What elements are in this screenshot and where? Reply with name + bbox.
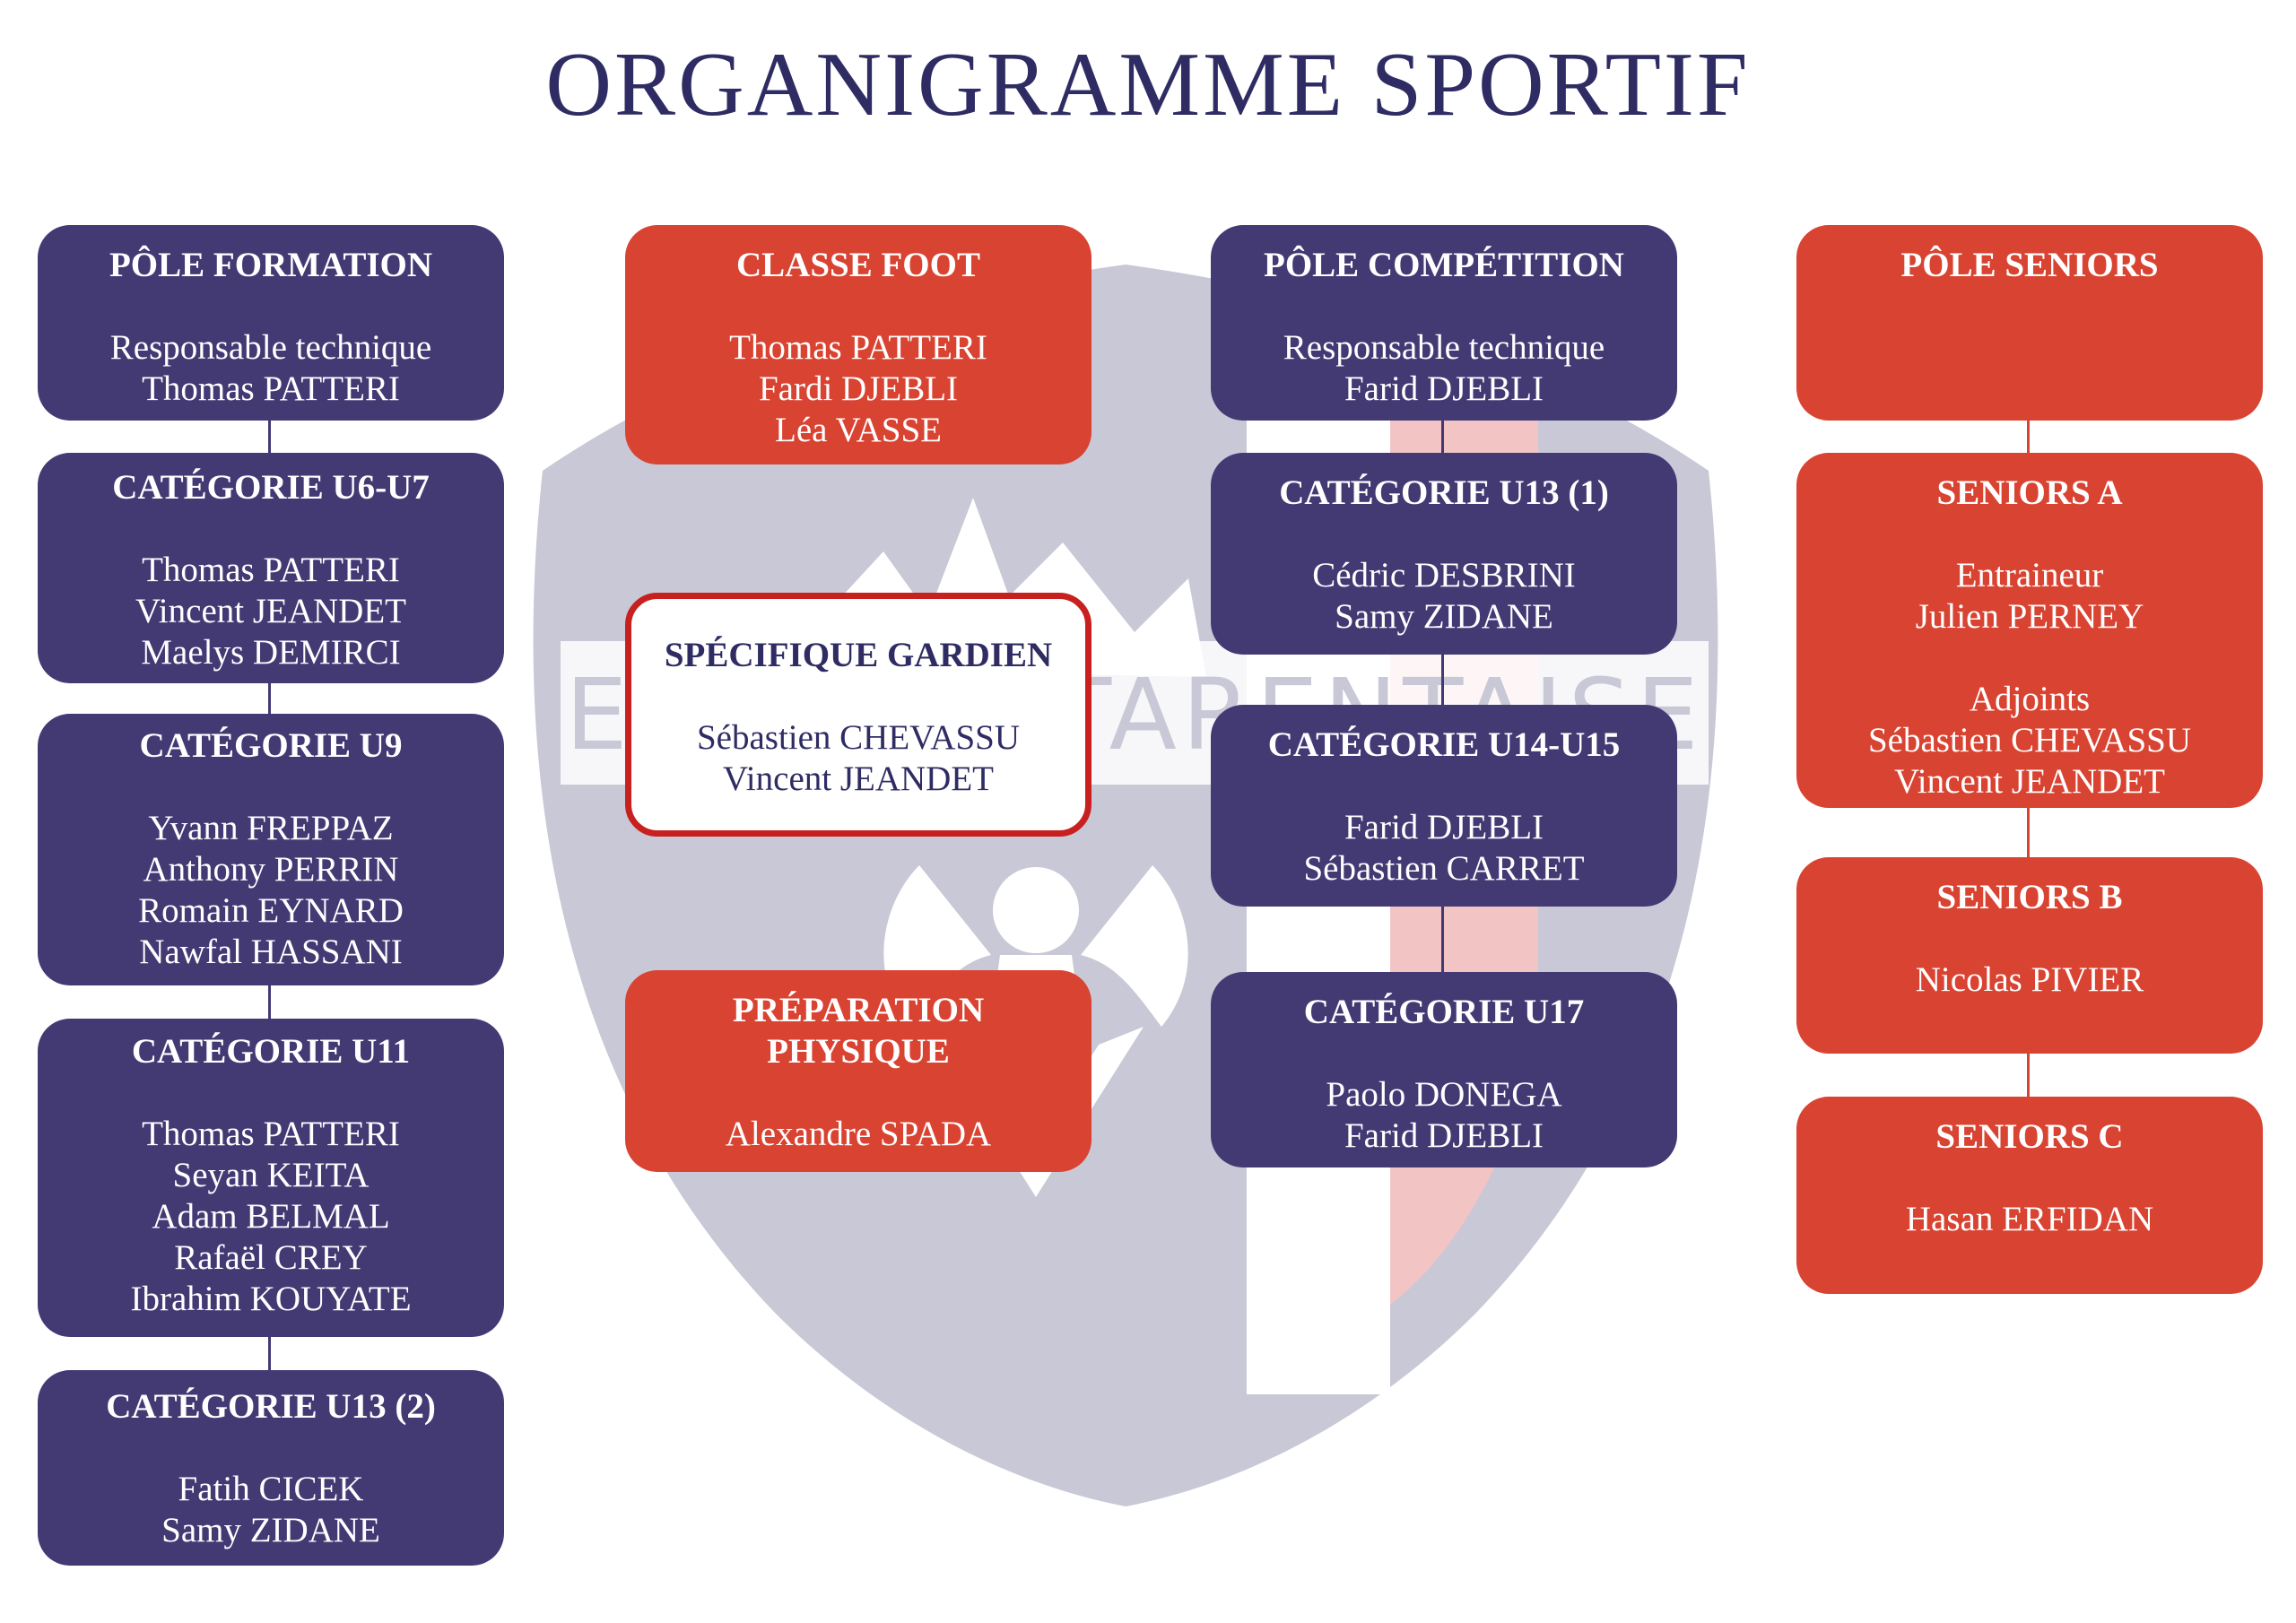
staff-line: Hasan ERFIDAN	[1905, 1200, 2154, 1238]
box-title: PÔLE SENIORS	[1900, 246, 2159, 284]
preparation-physique-box: PRÉPARATION PHYSIQUE Alexandre SPADA	[625, 970, 1091, 1172]
connector-line	[2027, 421, 2030, 453]
connector-line	[1441, 907, 1444, 972]
staff-line: Alexandre SPADA	[725, 1115, 992, 1153]
staff-line: Farid DJEBLI	[1344, 1116, 1544, 1155]
staff-line: Responsable technique	[1283, 328, 1605, 367]
staff-line: Yvann FREPPAZ	[148, 809, 394, 847]
staff-line: Anthony PERRIN	[143, 850, 399, 889]
page-title: ORGANIGRAMME SPORTIF	[545, 34, 1751, 135]
staff-line: Seyan KEITA	[172, 1156, 370, 1194]
connector-line	[268, 683, 271, 714]
staff-line: Maelys DEMIRCI	[141, 633, 401, 672]
staff-line: Adjoints	[1969, 680, 2091, 718]
staff-line: Vincent JEANDET	[722, 759, 994, 798]
connector-line	[268, 985, 271, 1019]
staff-line: Farid DJEBLI	[1344, 808, 1544, 846]
staff-line: Sébastien CHEVASSU	[1867, 721, 2192, 759]
box-title: CATÉGORIE U17	[1303, 993, 1585, 1031]
box-title: PRÉPARATION PHYSIQUE	[732, 991, 985, 1071]
staff-line: Thomas PATTERI	[729, 328, 987, 367]
connector-line	[1441, 421, 1444, 453]
box-title: PÔLE COMPÉTITION	[1264, 246, 1624, 284]
box-title: CATÉGORIE U14-U15	[1267, 725, 1621, 764]
connector-line	[2027, 1054, 2030, 1097]
box-title: CLASSE FOOT	[736, 246, 980, 284]
staff-line: Rafaël CREY	[174, 1238, 368, 1277]
box-title: CATÉGORIE U13 (2)	[106, 1387, 436, 1426]
staff-line: Sébastien CHEVASSU	[696, 718, 1021, 757]
box-title: CATÉGORIE U13 (1)	[1279, 473, 1609, 512]
staff-line: Thomas PATTERI	[142, 1115, 400, 1153]
connector-line	[268, 1337, 271, 1370]
staff-line: Samy ZIDANE	[161, 1511, 380, 1549]
staff-line: Ibrahim KOUYATE	[130, 1280, 412, 1318]
staff-line: Adam BELMAL	[152, 1197, 390, 1236]
staff-line: Entraineur	[1955, 556, 2104, 595]
box-title: SENIORS B	[1936, 878, 2123, 916]
staff-line: Romain EYNARD	[138, 891, 404, 930]
seniors-c-box: SENIORS C Hasan ERFIDAN	[1796, 1097, 2263, 1294]
seniors-b-box: SENIORS B Nicolas PIVIER	[1796, 857, 2263, 1054]
staff-line: Paolo DONEGA	[1326, 1075, 1562, 1114]
spacer-line	[1796, 638, 2263, 679]
staff-line: Cédric DESBRINI	[1312, 556, 1576, 595]
connector-line	[268, 421, 271, 453]
staff-line: Julien PERNEY	[1915, 597, 2144, 636]
staff-line: Farid DJEBLI	[1344, 369, 1544, 408]
connector-line	[2027, 808, 2030, 857]
box-title: SENIORS C	[1935, 1117, 2124, 1156]
box-title: SENIORS A	[1936, 473, 2123, 512]
staff-line: Sébastien CARRET	[1303, 849, 1585, 888]
staff-line: Nawfal HASSANI	[139, 933, 403, 971]
staff-line: Fatih CICEK	[178, 1470, 364, 1508]
box-title: SPÉCIFIQUE GARDIEN	[664, 636, 1053, 674]
box-title: PÔLE FORMATION	[109, 246, 433, 284]
pole-seniors-box: PÔLE SENIORS	[1796, 225, 2263, 421]
staff-line: Thomas PATTERI	[142, 551, 400, 589]
connector-line	[1441, 655, 1444, 705]
staff-line: Responsable technique	[109, 328, 432, 367]
box-title: CATÉGORIE U11	[131, 1032, 411, 1071]
staff-line: Vincent JEANDET	[135, 592, 406, 630]
staff-line: Vincent JEANDET	[1893, 762, 2165, 801]
box-title: CATÉGORIE U6-U7	[112, 468, 430, 507]
staff-line: Léa VASSE	[775, 411, 942, 449]
staff-line: Fardi DJEBLI	[758, 369, 959, 408]
staff-line: Nicolas PIVIER	[1915, 960, 2144, 999]
staff-line: Samy ZIDANE	[1335, 597, 1553, 636]
staff-line: Thomas PATTERI	[142, 369, 400, 408]
box-title: CATÉGORIE U9	[139, 726, 403, 765]
